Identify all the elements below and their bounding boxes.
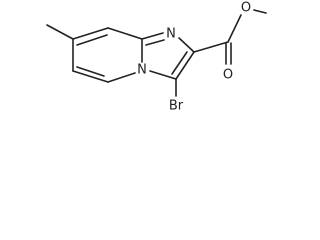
- bond-c7-c8: [72, 27, 109, 40]
- atom-label-ester-oxygen: O: [241, 1, 251, 16]
- bond-c2-carbonyl: [193, 41, 229, 53]
- bond-carbonyl-oester: [227, 14, 242, 43]
- bond-c8-c8a: [107, 27, 143, 40]
- bond-c3-n4: [149, 70, 177, 80]
- bond-c5-c6: [72, 70, 109, 83]
- bond-c5-c6-double: [76, 66, 105, 77]
- atom-label-n-bridgehead: N: [137, 63, 147, 78]
- bond-n1-c2: [178, 37, 195, 53]
- atom-label-n-imidazole: N: [166, 27, 176, 42]
- bond-c2-c3-double: [171, 51, 188, 75]
- bond-c8-c8a-double: [76, 34, 108, 46]
- bond-c8a-n1-double: [145, 39, 165, 46]
- bond-c2-c3: [175, 51, 195, 80]
- atom-label-bromine: Br: [169, 99, 184, 114]
- bond-n4-c5: [107, 72, 136, 83]
- bond-oester-methyl: [253, 9, 267, 14]
- bond-methyl: [46, 24, 74, 40]
- bond-c8a-n1: [141, 32, 164, 40]
- chemical-structure-diagram: N N Br O O: [46, 1, 267, 114]
- atom-label-carbonyl-oxygen: O: [223, 68, 233, 83]
